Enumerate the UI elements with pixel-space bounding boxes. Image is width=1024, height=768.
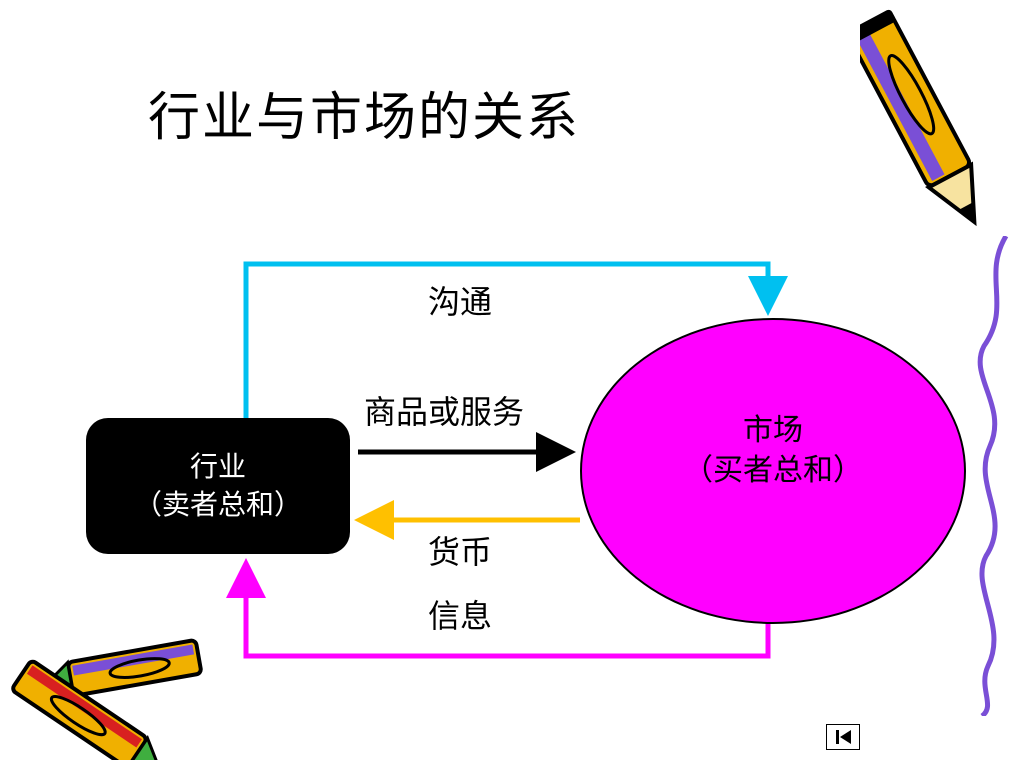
industry-sublabel: （卖者总和）: [133, 488, 302, 521]
market-sublabel: （买者总和）: [683, 453, 863, 488]
wavy-line-icon: [977, 236, 1009, 716]
industry-node: 行业 （卖者总和）: [86, 418, 350, 554]
industry-label: 行业: [189, 450, 246, 483]
slide-title: 行业与市场的关系: [148, 88, 581, 148]
goods-label: 商品或服务: [364, 393, 525, 431]
money-label: 货币: [428, 533, 493, 571]
pencil-icon: [860, 9, 977, 227]
communication-label: 沟通: [428, 283, 493, 321]
market-node: 市场 （买者总和）: [580, 318, 966, 624]
communication-arrow: [243, 261, 788, 418]
first-slide-icon: [836, 730, 851, 744]
info-arrow: [226, 558, 771, 659]
market-label: 市场: [743, 413, 803, 448]
info-label: 信息: [428, 597, 493, 635]
first-slide-button[interactable]: [826, 724, 860, 750]
crayons-icon: [11, 638, 203, 760]
